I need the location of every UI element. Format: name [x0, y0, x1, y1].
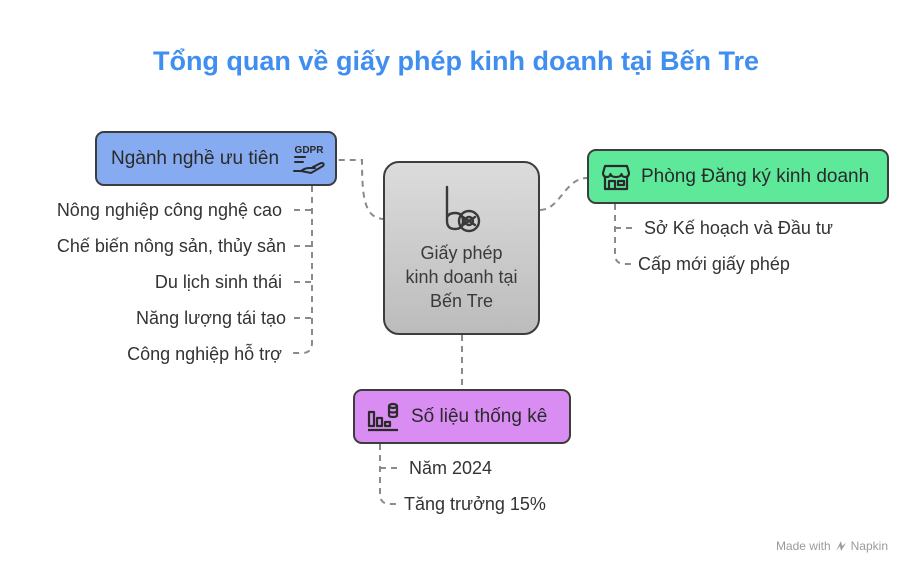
leaf-phong-2: Cấp mới giấy phép: [638, 254, 790, 274]
leaf-nganh-2: Chế biến nông sản, thủy sản: [56, 236, 286, 256]
leaf-nganh-1: Nông nghiệp công nghệ cao: [56, 200, 282, 220]
footer-brand: Napkin: [850, 539, 888, 553]
link-center-nganh: [337, 159, 386, 220]
link-nganh-leaves: [293, 186, 313, 354]
leaf-nganh-4: Năng lượng tái tạo: [136, 308, 286, 328]
branch-so-lieu[interactable]: Số liệu thống kê: [353, 389, 571, 444]
diagram-title: Tổng quan về giấy phép kinh doanh tại Bế…: [152, 46, 760, 76]
branch-nganh-nghe[interactable]: Ngành nghề ưu tiên GDPR: [95, 131, 337, 186]
leaf-phong-1: Sở Kế hoạch và Đầu tư: [644, 218, 833, 238]
storefront-icon: [601, 164, 631, 190]
leaf-so-1: Năm 2024: [409, 458, 493, 478]
branch-so-lieu-label: Số liệu thống kê: [411, 405, 548, 427]
branch-phong-dang-ky-label: Phòng Đăng ký kinh doanh: [641, 165, 870, 187]
center-label: Giấy phép kinh doanh tại Bến Tre: [405, 243, 518, 311]
gdpr-icon-text: GDPR: [295, 145, 325, 156]
leaf-so-2: Tăng trưởng 15%: [404, 494, 546, 514]
napkin-logo-icon: [835, 541, 846, 551]
leaf-nganh-3: Du lịch sinh thái: [154, 272, 282, 292]
center-node[interactable]: Giấy phép kinh doanh tại Bến Tre: [383, 161, 540, 335]
made-with-napkin-footer[interactable]: Made with Napkin: [776, 539, 888, 553]
branch-phong-dang-ky[interactable]: Phòng Đăng ký kinh doanh: [587, 149, 889, 204]
leaf-nganh-5: Công nghiệp hỗ trợ: [127, 344, 282, 364]
business-license-icon: [445, 185, 480, 233]
footer-made-with: Made with: [775, 539, 831, 553]
link-so-leaves: [379, 444, 397, 505]
link-center-phong: [539, 177, 588, 211]
bar-chart-database-icon: [367, 402, 399, 431]
branch-nganh-nghe-label: Ngành nghề ưu tiên: [111, 147, 280, 169]
link-phong-leaves: [614, 204, 632, 265]
gdpr-hand-icon: GDPR: [293, 145, 325, 174]
